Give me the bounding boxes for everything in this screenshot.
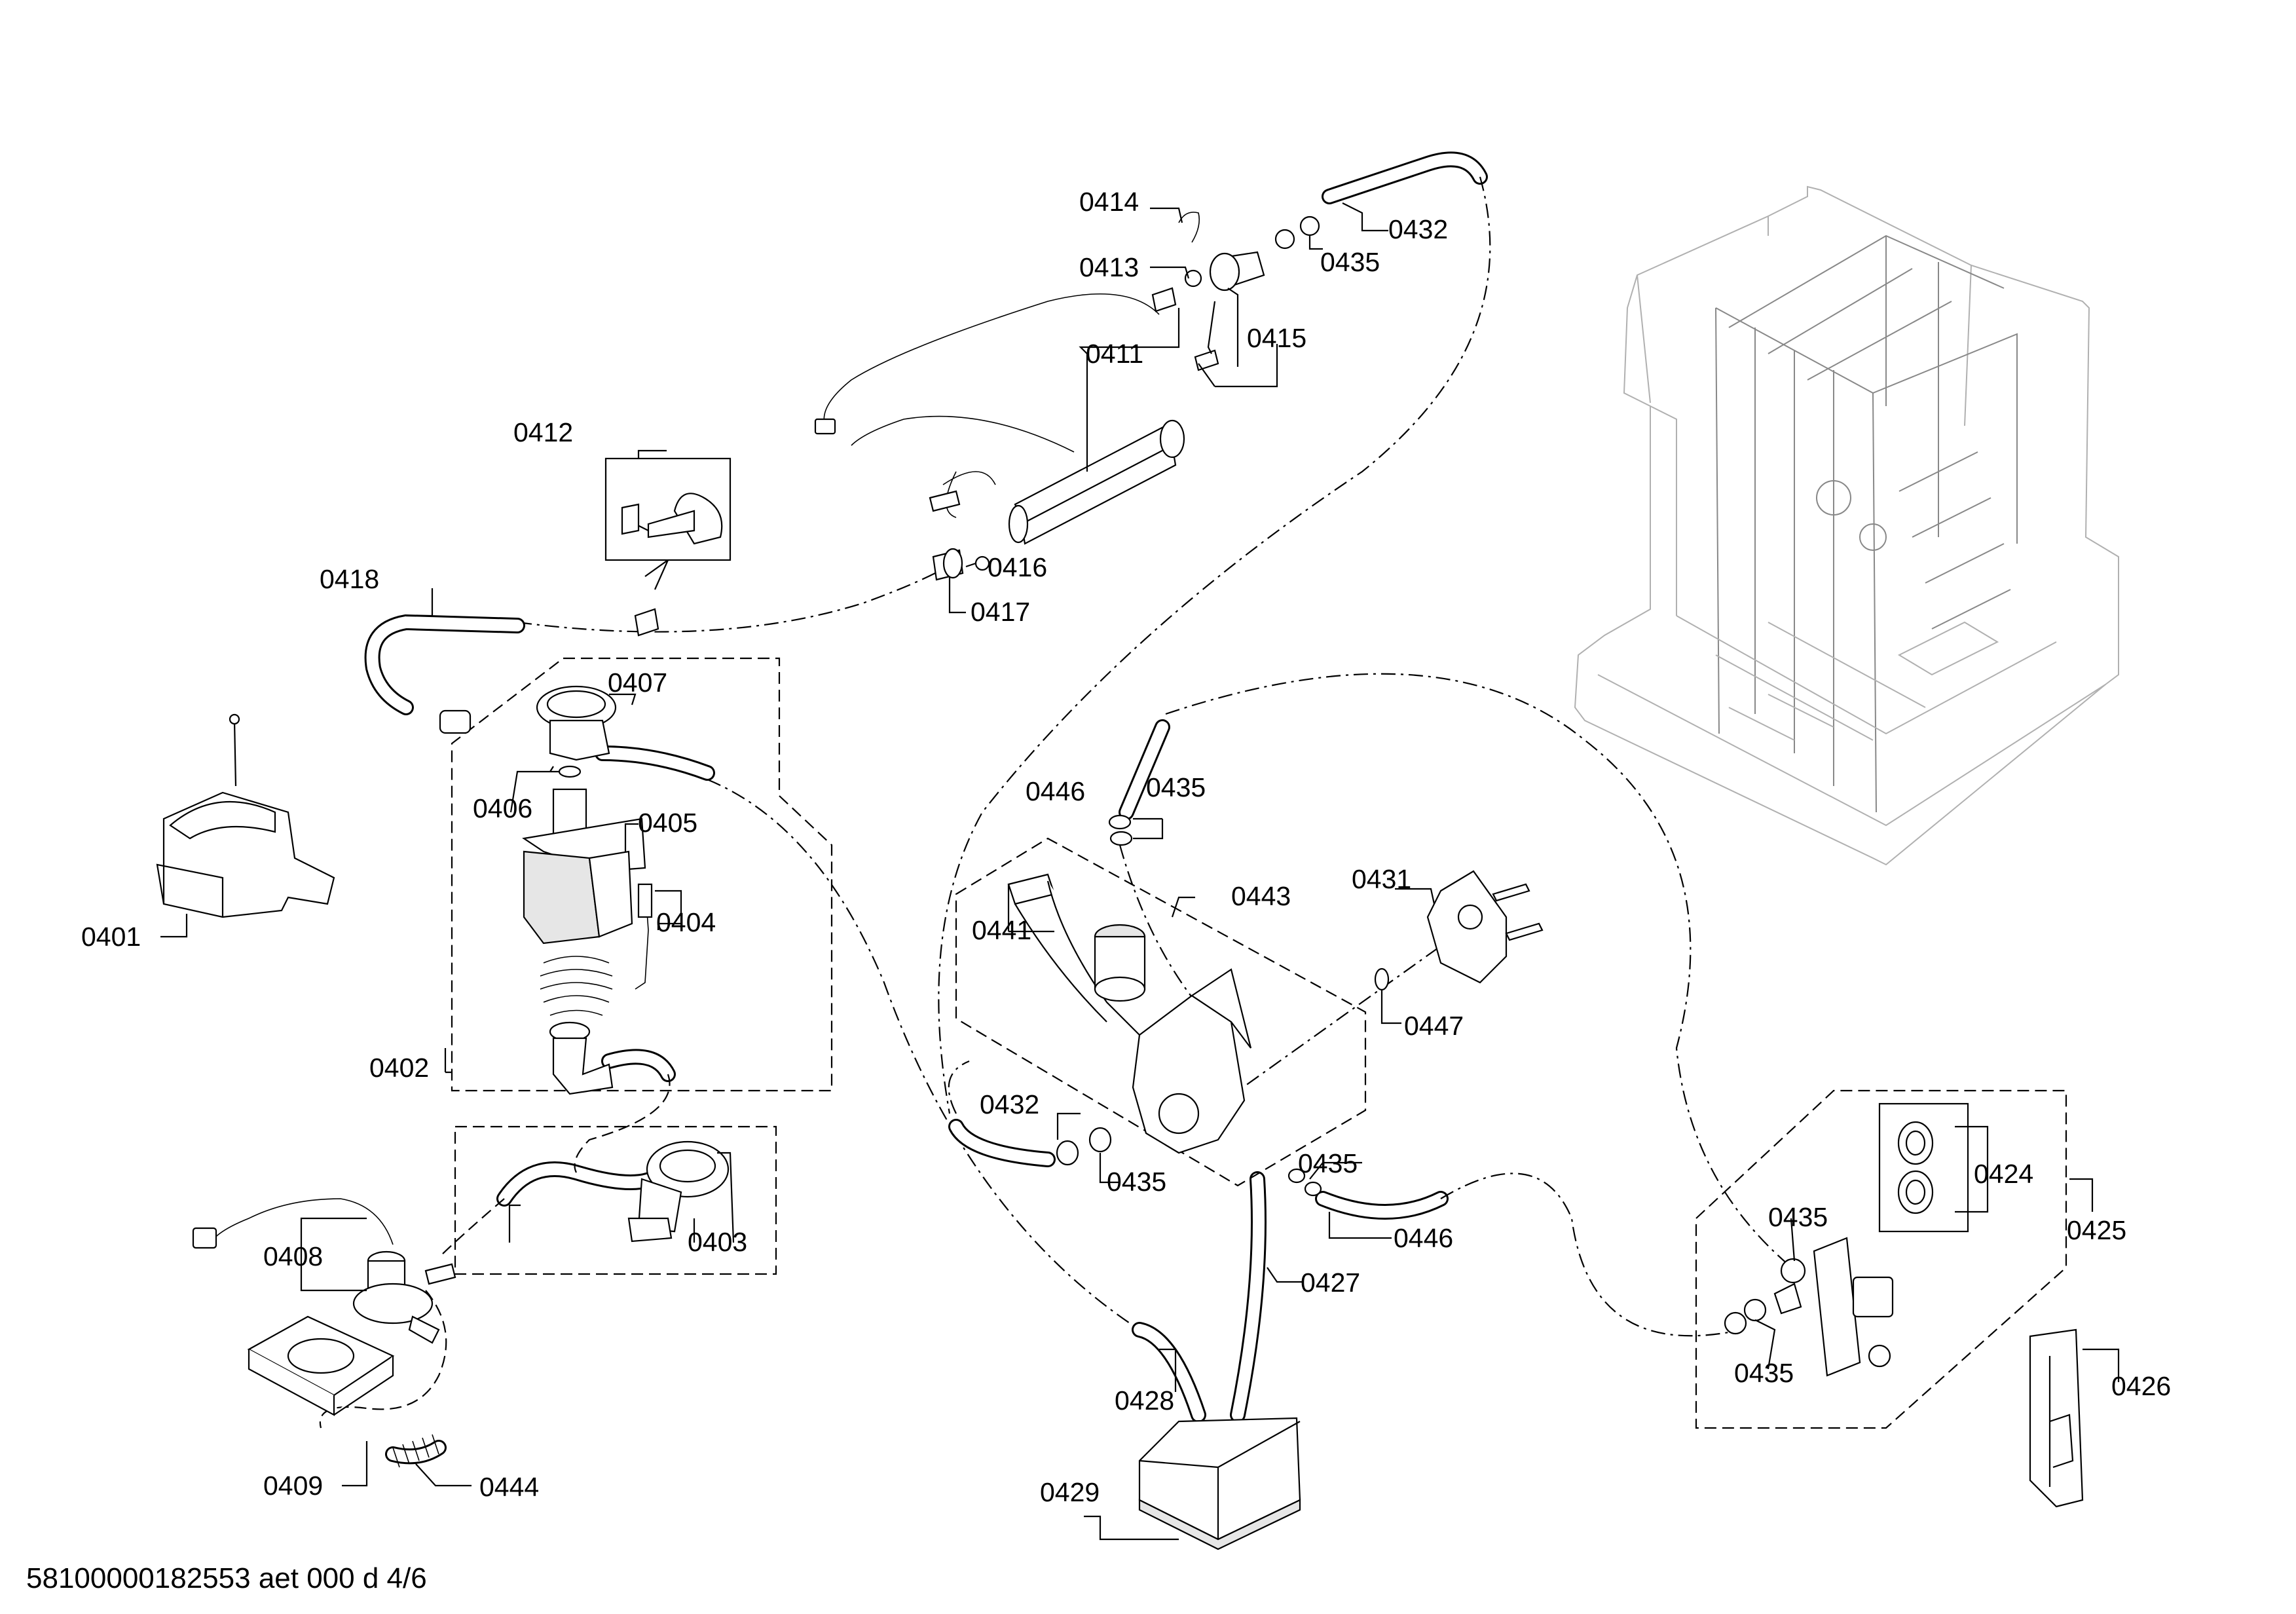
label-0427: 0427: [1301, 1267, 1360, 1298]
label-0435: 0435: [1320, 247, 1380, 277]
label-0407: 0407: [608, 667, 667, 698]
label-0408: 0408: [263, 1241, 323, 1271]
frame-0402: [451, 657, 833, 1092]
label-0435-d: 0435: [1298, 1148, 1358, 1178]
label-0424: 0424: [1974, 1159, 2033, 1189]
drawing-id: 58100000182553 aet 000 d 4/6: [26, 1562, 427, 1594]
label-0405: 0405: [638, 808, 697, 838]
label-0413: 0413: [1079, 252, 1139, 282]
parts: [156, 212, 2084, 1550]
label-0435-c: 0435: [1107, 1167, 1166, 1197]
label-0409: 0409: [263, 1471, 323, 1501]
assembly-frames: [451, 457, 2067, 1429]
label-0446: 0446: [1026, 776, 1085, 806]
label-0435-b: 0435: [1146, 772, 1206, 802]
label-0403: 0403: [688, 1227, 747, 1257]
label-0406: 0406: [473, 793, 532, 823]
label-0401: 0401: [81, 922, 141, 952]
label-0426: 0426: [2111, 1371, 2171, 1401]
hose-routing-lines: [209, 151, 1788, 1465]
label-0435-e: 0435: [1768, 1202, 1828, 1232]
label-0417: 0417: [971, 597, 1030, 627]
label-0416: 0416: [988, 552, 1047, 582]
part-labels: 0401 0402 0403 0404 0405 0406 0407 0408 …: [81, 187, 2171, 1507]
label-0404: 0404: [656, 907, 716, 937]
frame-0424: [1878, 1102, 1969, 1233]
label-0428: 0428: [1115, 1385, 1174, 1416]
label-0412: 0412: [513, 417, 573, 447]
label-0402: 0402: [369, 1053, 429, 1083]
label-0425: 0425: [2067, 1215, 2126, 1245]
label-0441: 0441: [972, 915, 1031, 945]
machine-housing: [1574, 185, 2119, 866]
label-0432: 0432: [1388, 214, 1448, 244]
label-0411: 0411: [1086, 339, 1143, 369]
label-0443: 0443: [1231, 881, 1291, 911]
label-0418: 0418: [320, 564, 379, 594]
frame-0403: [454, 1125, 777, 1275]
label-0431: 0431: [1352, 864, 1411, 894]
label-0429: 0429: [1040, 1477, 1100, 1507]
label-0414: 0414: [1079, 187, 1139, 217]
bracket-0401: [156, 713, 335, 918]
frame-0443: [955, 837, 1367, 1187]
label-0435-f: 0435: [1734, 1358, 1794, 1388]
label-0446-lower: 0446: [1394, 1223, 1453, 1253]
label-0444: 0444: [479, 1472, 539, 1502]
label-0432-lower: 0432: [980, 1089, 1039, 1119]
label-0415: 0415: [1247, 323, 1306, 353]
label-0447: 0447: [1404, 1011, 1464, 1041]
frame-0425: [1695, 1089, 2067, 1429]
